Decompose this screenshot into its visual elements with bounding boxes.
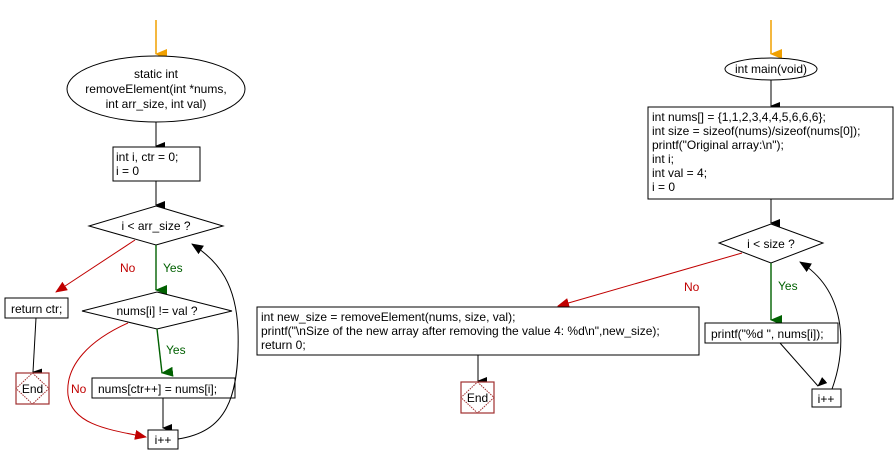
end-node[interactable]: End — [15, 372, 50, 405]
start-line-2: removeElement(int *nums, — [85, 82, 226, 96]
loop-back-arrow-icon — [177, 243, 239, 440]
loop-no-label: No — [120, 261, 136, 275]
result-line-1: int new_size = removeElement(nums, size,… — [261, 310, 515, 324]
loop-yes-label: Yes — [163, 261, 183, 275]
main-init-line-2: int size = sizeof(nums)/sizeof(nums[0]); — [652, 124, 860, 138]
init-line-2: i = 0 — [116, 164, 139, 178]
inner-yes-label: Yes — [166, 343, 186, 357]
increment-block[interactable]: i++ — [147, 429, 179, 450]
loop-condition-decision[interactable]: i < arr_size ? — [87, 205, 225, 246]
arrow-icon — [32, 317, 43, 377]
left-flowchart: static int removeElement(int *nums, int … — [4, 20, 246, 450]
no-branch-arrow-icon — [67, 322, 147, 440]
increment-text: i++ — [155, 433, 172, 447]
main-init-line-6: i = 0 — [652, 180, 675, 194]
loop-back-arrow-icon — [799, 261, 842, 390]
return-stmt-text: return ctr; — [11, 302, 62, 316]
main-init-line-3: printf("Original array:\n"); — [652, 138, 784, 152]
main-increment-text: i++ — [818, 392, 835, 406]
assign-block[interactable]: nums[ctr++] = nums[i]; — [91, 377, 236, 399]
main-start-text: int main(void) — [735, 62, 807, 76]
main-init-block[interactable]: int nums[] = {1,1,2,3,4,4,5,6,6,6}; int … — [647, 106, 894, 200]
init-line-1: int i, ctr = 0; — [116, 150, 178, 164]
arrow-icon — [779, 342, 828, 387]
main-loop-yes-label: Yes — [778, 279, 798, 293]
print-stmt-text: printf("%d ", nums[i]); — [711, 327, 824, 341]
inner-no-label: No — [71, 382, 87, 396]
main-end-label: End — [467, 391, 488, 405]
function-start-node[interactable]: static int removeElement(int *nums, int … — [66, 55, 246, 123]
start-line-3: int arr_size, int val) — [106, 97, 207, 111]
result-block[interactable]: int new_size = removeElement(nums, size,… — [256, 306, 700, 356]
return-ctr-block[interactable]: return ctr; — [4, 297, 69, 319]
start-line-1: static int — [134, 67, 179, 81]
inner-condition-text: nums[i] != val ? — [116, 304, 197, 318]
print-block[interactable]: printf("%d ", nums[i]); — [704, 322, 839, 344]
main-increment-block[interactable]: i++ — [811, 388, 842, 408]
main-start-node[interactable]: int main(void) — [724, 57, 818, 81]
assign-stmt-text: nums[ctr++] = nums[i]; — [98, 382, 217, 396]
main-init-line-1: int nums[] = {1,1,2,3,4,4,5,6,6,6}; — [652, 110, 826, 124]
init-block[interactable]: int i, ctr = 0; i = 0 — [112, 146, 201, 182]
result-line-2: printf("\nSize of the new array after re… — [261, 324, 660, 338]
main-init-line-4: int i; — [652, 152, 674, 166]
main-loop-condition-decision[interactable]: i < size ? — [717, 223, 825, 264]
main-init-line-5: int val = 4; — [652, 166, 707, 180]
main-loop-condition-text: i < size ? — [747, 237, 795, 251]
main-end-node[interactable]: End — [460, 381, 495, 414]
right-flowchart: int main(void) int nums[] = {1,1,2,3,4,4… — [256, 20, 894, 414]
result-line-3: return 0; — [261, 338, 306, 352]
end-label: End — [22, 382, 43, 396]
loop-condition-text: i < arr_size ? — [121, 219, 190, 233]
no-branch-arrow-icon — [557, 252, 743, 308]
inner-condition-decision[interactable]: nums[i] != val ? — [81, 291, 233, 330]
yes-branch-arrow-icon — [156, 328, 174, 377]
main-loop-no-label: No — [684, 280, 700, 294]
no-branch-arrow-icon — [55, 239, 136, 293]
